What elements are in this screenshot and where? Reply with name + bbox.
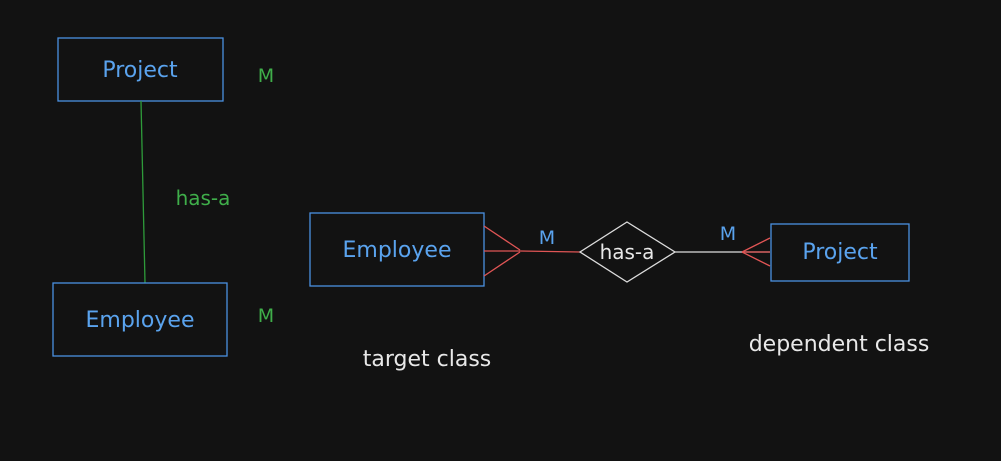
right-right-multiplicity: M	[720, 223, 736, 245]
left-project-label: Project	[102, 58, 178, 83]
right-employee-label: Employee	[343, 238, 452, 263]
left-relation-label: has-a	[176, 186, 231, 210]
left-employee-label: Employee	[86, 308, 195, 333]
right-project-box	[770, 223, 910, 282]
left-bottom-multiplicity: M	[258, 305, 274, 327]
relation-diamond	[578, 221, 677, 283]
dependent-class-caption: dependent class	[749, 332, 930, 357]
left-top-multiplicity: M	[258, 65, 274, 87]
left-project-box	[57, 37, 224, 102]
right-diagram: Employee M has-a M Project target class …	[309, 212, 930, 372]
left-crows-foot-marker	[483, 225, 581, 277]
left-diagram: Project has-a M Employee M	[52, 37, 274, 357]
right-project-label: Project	[802, 240, 878, 265]
right-left-multiplicity: M	[539, 227, 555, 249]
right-crows-foot-marker	[741, 237, 771, 267]
target-class-caption: target class	[363, 347, 492, 372]
right-relation-label: has-a	[600, 240, 655, 264]
left-relation-line	[140, 100, 146, 284]
right-employee-box	[309, 212, 485, 287]
left-employee-box	[52, 282, 228, 357]
